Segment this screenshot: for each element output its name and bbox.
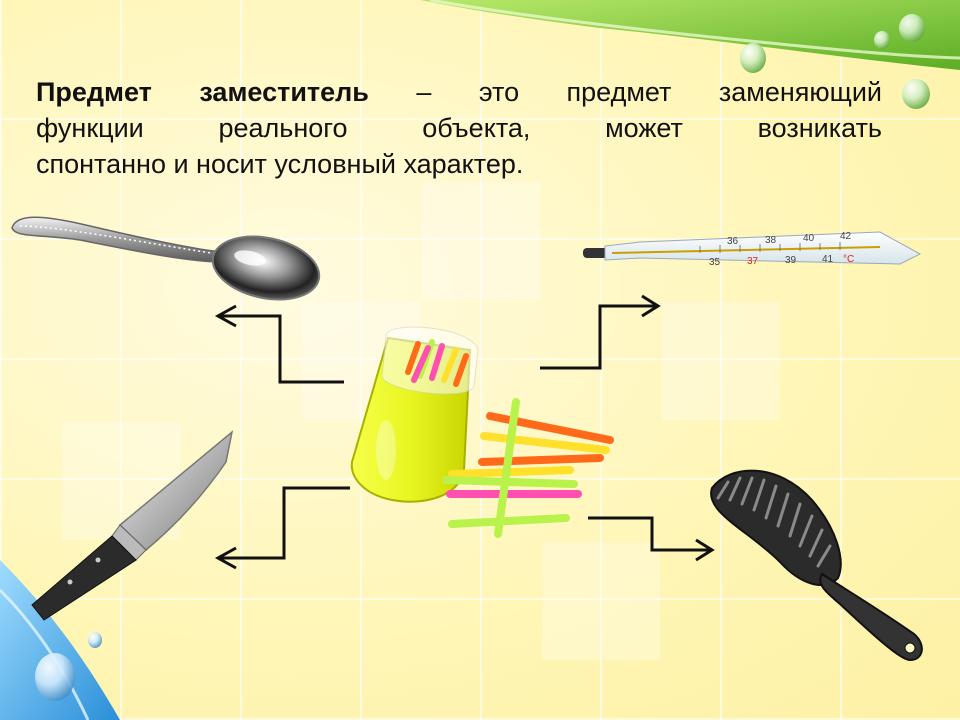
thermometer-unit: °C <box>843 254 854 265</box>
definition-line1-rest: – это предмет заменяющий <box>368 77 882 107</box>
background-tile <box>422 182 540 300</box>
spoon-icon <box>11 216 321 301</box>
thermometer-scale-label: 39 <box>785 255 797 266</box>
thermometer-icon: 36 38 40 42 35 37 39 41 °C <box>583 231 922 268</box>
definition-term: Предмет заместитель <box>36 77 369 107</box>
comb-icon <box>710 469 923 662</box>
counting-sticks-icon <box>442 398 614 538</box>
water-drop-icon <box>874 31 890 49</box>
arrow-to-comb <box>588 516 715 562</box>
thermometer-scale-label: 37 <box>747 256 759 267</box>
thermometer-scale-label: 40 <box>803 233 815 244</box>
knife-icon <box>31 430 234 621</box>
thermometer-scale-label: 36 <box>727 236 739 247</box>
thermometer-scale-label: 38 <box>765 235 777 246</box>
definition-text: Предмет заместитель – это предмет заменя… <box>36 74 882 182</box>
definition-line2: функции реального объекта, может возника… <box>36 113 882 143</box>
connector-arrows <box>214 294 715 570</box>
background-tile <box>542 542 660 660</box>
arrow-to-spoon <box>214 304 344 384</box>
blue-swoosh <box>0 560 120 720</box>
thermometer-scale-label: 35 <box>709 257 721 268</box>
water-drop-icon <box>740 43 766 73</box>
arrow-to-knife <box>214 486 350 570</box>
water-drop-icon <box>899 14 925 42</box>
definition-line3: спонтанно и носит условный характер. <box>36 149 524 179</box>
background-tile <box>662 302 780 420</box>
arrow-to-thermometer <box>540 294 661 370</box>
water-drop-icon <box>35 653 75 701</box>
thermometer-scale-label: 41 <box>822 254 834 265</box>
water-drop-icon <box>902 79 930 109</box>
counting-sticks-cup-icon <box>350 326 479 503</box>
thermometer-scale-label: 42 <box>840 231 852 242</box>
water-drop-icon <box>88 632 102 648</box>
